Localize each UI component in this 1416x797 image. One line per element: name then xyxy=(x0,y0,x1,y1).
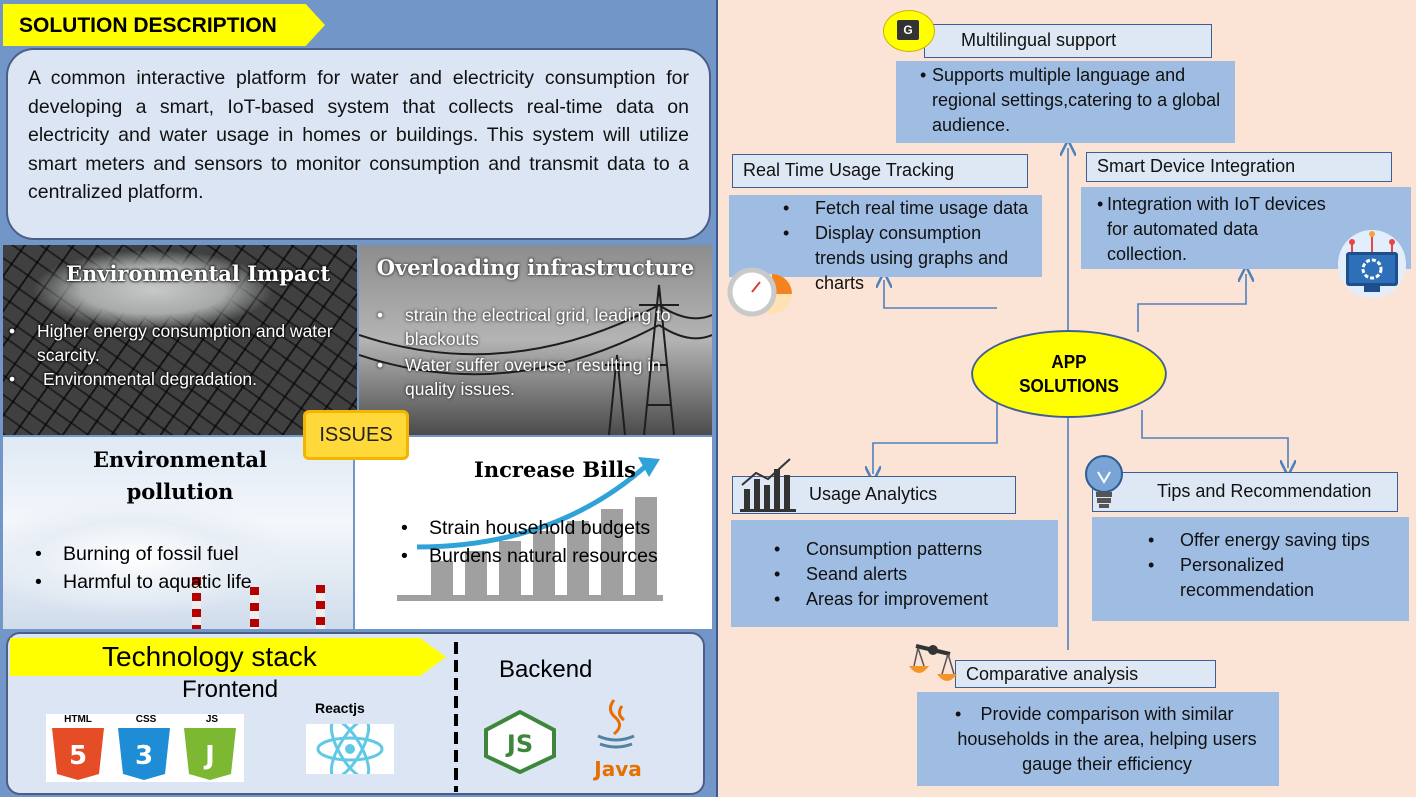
stopwatch-icon xyxy=(727,267,792,317)
css-label: CSS xyxy=(135,714,157,725)
tips-header: Tips and Recommendation xyxy=(1092,472,1398,512)
tips-card: Offer energy saving tips Personalized re… xyxy=(1092,517,1409,621)
frontend-label: Frontend xyxy=(182,676,279,703)
analytics-card: Consumption patterns Seand alerts Areas … xyxy=(731,520,1058,627)
card-point: Provide comparison with similar househol… xyxy=(955,702,1259,777)
issue-title: Increase Bills xyxy=(474,457,636,482)
issues-badge: ISSUES xyxy=(303,410,409,460)
card-point: Consumption patterns xyxy=(774,537,1048,562)
issue-point: Environmental degradation. xyxy=(3,367,343,391)
card-point: Seand alerts xyxy=(774,562,1048,587)
node-label: JS xyxy=(505,730,533,758)
react-icon xyxy=(306,724,394,774)
realtime-header: Real Time Usage Tracking xyxy=(732,154,1028,188)
card-point: Fetch real time usage data xyxy=(783,196,1032,221)
react-label: Reactjs xyxy=(315,700,365,716)
card-point: Personalized recommendation xyxy=(1148,553,1399,603)
chimney xyxy=(316,585,325,629)
card-point: Display consumption trends using graphs … xyxy=(783,221,1032,296)
comparative-card: Provide comparison with similar househol… xyxy=(917,692,1279,786)
card-point: Offer energy saving tips xyxy=(1148,528,1399,553)
issue-point: Harmful to aquatic life xyxy=(29,568,349,596)
card-point: Areas for improvement xyxy=(774,587,1048,612)
multilingual-header: Multilingual support xyxy=(924,24,1212,58)
issue-title: Environmental xyxy=(93,447,267,472)
html-label: HTML xyxy=(64,714,92,725)
translate-icon: G xyxy=(883,10,935,52)
gear-monitor-icon xyxy=(1338,230,1406,298)
java-icon: Java xyxy=(592,699,642,781)
svg-text:5: 5 xyxy=(69,741,87,771)
js-label: JS xyxy=(205,714,219,725)
technology-stack-box: Technology stack Frontend Backend HTML C… xyxy=(6,632,705,795)
java-label: Java xyxy=(592,757,641,781)
bar-chart-icon xyxy=(740,458,796,512)
issue-point: Higher energy consumption and water scar… xyxy=(3,319,343,367)
nodejs-icon: JS xyxy=(484,710,556,774)
center-label: SOLUTIONS xyxy=(1019,376,1119,396)
balance-scale-icon xyxy=(909,644,957,681)
app-solutions-ellipse: APP SOLUTIONS xyxy=(971,330,1167,418)
html-css-js-icon: 5 3 J xyxy=(52,728,236,780)
realtime-card: Fetch real time usage data Display consu… xyxy=(729,195,1042,293)
card-point: Supports multiple language and regional … xyxy=(920,63,1221,138)
right-panel: APP SOLUTIONS Multilingual support G Sup… xyxy=(716,0,1416,797)
issue-environmental-pollution: Environmental pollution Burning of fossi… xyxy=(3,437,353,629)
issue-point: Burning of fossil fuel xyxy=(29,540,349,568)
comparative-header: Comparative analysis xyxy=(955,660,1216,688)
lightbulb-icon xyxy=(1085,455,1123,508)
center-label: APP xyxy=(1051,352,1087,372)
card-point: Integration with IoT devices for automat… xyxy=(1097,192,1341,267)
svg-text:J: J xyxy=(203,741,215,771)
issue-title: Environmental Impact xyxy=(65,261,331,286)
chimney xyxy=(192,577,201,629)
issue-title: Overloading infrastructure xyxy=(376,255,695,280)
tech-title: Technology stack xyxy=(10,638,446,676)
issue-title: pollution xyxy=(126,479,234,504)
issue-point: Water suffer overuse, resulting in quali… xyxy=(371,353,711,401)
backend-label: Backend xyxy=(499,656,593,683)
chimney xyxy=(250,587,259,629)
issue-point: Burdens natural resources xyxy=(395,542,712,570)
multilingual-card: Supports multiple language and regional … xyxy=(896,61,1235,143)
solution-title: SOLUTION DESCRIPTION xyxy=(3,4,325,46)
left-panel: SOLUTION DESCRIPTION A common interactiv… xyxy=(0,0,716,797)
issue-increase-bills: Increase Bills Strain household budgets … xyxy=(355,437,712,629)
issue-environmental-impact: Environmental Impact Higher energy consu… xyxy=(3,245,357,435)
smart-header: Smart Device Integration xyxy=(1086,152,1392,182)
svg-text:3: 3 xyxy=(135,741,153,771)
issue-point: strain the electrical grid, leading to b… xyxy=(371,303,711,351)
web-logos: HTML CSS JS 5 3 J xyxy=(46,714,244,782)
solution-description: A common interactive platform for water … xyxy=(6,48,711,240)
issue-overloading-infrastructure: Overloading infrastructure strain the el… xyxy=(359,245,712,435)
issue-point: Strain household budgets xyxy=(395,514,712,542)
divider xyxy=(454,642,458,792)
